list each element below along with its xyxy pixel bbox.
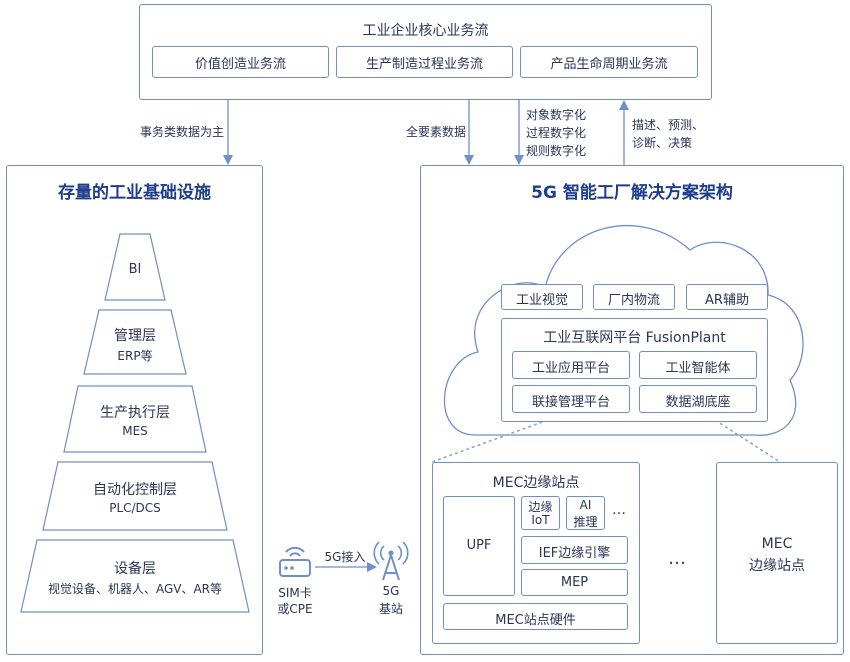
legacy-infra-panel [6, 165, 263, 655]
dashed-link-left [431, 419, 549, 463]
edge-iot-label-2: IoT [531, 513, 550, 527]
flow-value-creation [152, 46, 329, 78]
flow-lifecycle-label: 产品生命周期业务流 [550, 57, 668, 72]
solution-title: 5G 智能工厂解决方案架构 [531, 183, 733, 203]
station-label-2: 基站 [378, 602, 403, 616]
app-logistics-label: 厂内物流 [607, 293, 660, 308]
mec-site-2-line2: 边缘站点 [749, 558, 805, 574]
ai-inference-label-1: AI [579, 498, 592, 512]
solution-panel [420, 165, 844, 655]
legacy-infra-title: 存量的工业基础设施 [58, 183, 211, 203]
between-sites-dots: … [668, 548, 686, 569]
layer-mgmt-sub: ERP等 [117, 349, 153, 363]
platform-item-connect [512, 385, 630, 413]
flow-lifecycle [520, 46, 698, 78]
base-station-icon [373, 541, 409, 581]
up-label-1: 描述、预测、 [632, 118, 705, 132]
layer-device-label: 设备层 [114, 561, 156, 577]
digitize-label-2: 过程数字化 [526, 126, 587, 140]
station-label-1: 5G [382, 584, 400, 598]
layer-mes-shape [63, 385, 207, 453]
sim-label-1: SIM卡 [278, 586, 312, 600]
app-logistics [593, 284, 675, 310]
layer-device-shape [20, 539, 250, 613]
upf-label: UPF [466, 538, 492, 553]
mec-site-2-box [716, 462, 838, 644]
mec-hardware-label: MEC站点硬件 [495, 613, 576, 628]
ief-label: IEF边缘引擎 [538, 546, 611, 561]
mec-site-2-line1: MEC [761, 536, 793, 552]
ai-inference-label-2: 推理 [573, 515, 598, 529]
flow-value-creation-label: 价值创造业务流 [194, 57, 286, 72]
app-industrial-vision [501, 284, 583, 310]
flow-manufacturing-label: 生产制造过程业务流 [365, 57, 483, 72]
flow-manufacturing [336, 46, 513, 78]
platform-item-app [512, 351, 630, 379]
layer-mes-sub: MES [122, 424, 148, 438]
platform-item-datalake-label: 数据湖底座 [665, 395, 731, 410]
access-label: 5G接入 [324, 550, 366, 564]
layer-bi-shape [104, 233, 166, 301]
up-label-2: 诊断、决策 [632, 136, 693, 150]
layer-plc-shape [42, 461, 228, 531]
ai-inference-box [566, 496, 605, 530]
dashed-link-right [714, 419, 781, 463]
app-ar-assist [686, 284, 768, 310]
edge-iot-label-1: 边缘 [528, 500, 553, 514]
mep-label: MEP [560, 575, 589, 590]
digitize-label-3: 规则数字化 [526, 144, 587, 158]
layer-mgmt-shape [83, 309, 187, 375]
mep-box [521, 569, 628, 596]
platform-item-agent-label: 工业智能体 [665, 361, 731, 376]
ief-box [521, 536, 628, 564]
mec-more-dots: … [612, 502, 626, 518]
layer-plc-sub: PLC/DCS [109, 501, 161, 515]
layer-mgmt-label: 管理层 [114, 328, 156, 344]
upf-box [443, 496, 515, 596]
layer-mes-label: 生产执行层 [100, 405, 170, 421]
mec-site-title: MEC边缘站点 [492, 475, 580, 491]
digitize-label-1: 对象数字化 [526, 108, 587, 122]
mec-hardware-box [443, 603, 628, 630]
arrow-left-label: 事务类数据为主 [139, 125, 224, 139]
app-ar-assist-label: AR辅助 [705, 293, 749, 308]
platform-item-connect-label: 联接管理平台 [531, 395, 610, 410]
platform-item-agent [639, 351, 757, 379]
platform-item-app-label: 工业应用平台 [531, 361, 610, 376]
edge-iot-box [521, 496, 560, 530]
sim-label-2: 或CPE [277, 602, 313, 616]
core-business-title: 工业企业核心业务流 [362, 23, 489, 39]
layer-device-sub: 视觉设备、机器人、AGV、AR等 [47, 582, 223, 596]
layer-plc-label: 自动化控制层 [93, 482, 177, 498]
platform-title: 工业互联网平台 FusionPlant [543, 330, 726, 346]
app-industrial-vision-label: 工业视觉 [515, 293, 568, 308]
layer-bi-label: BI [128, 262, 142, 277]
router-icon [279, 546, 311, 577]
platform-item-datalake [639, 385, 757, 413]
arrow-mid-label: 全要素数据 [405, 125, 466, 139]
